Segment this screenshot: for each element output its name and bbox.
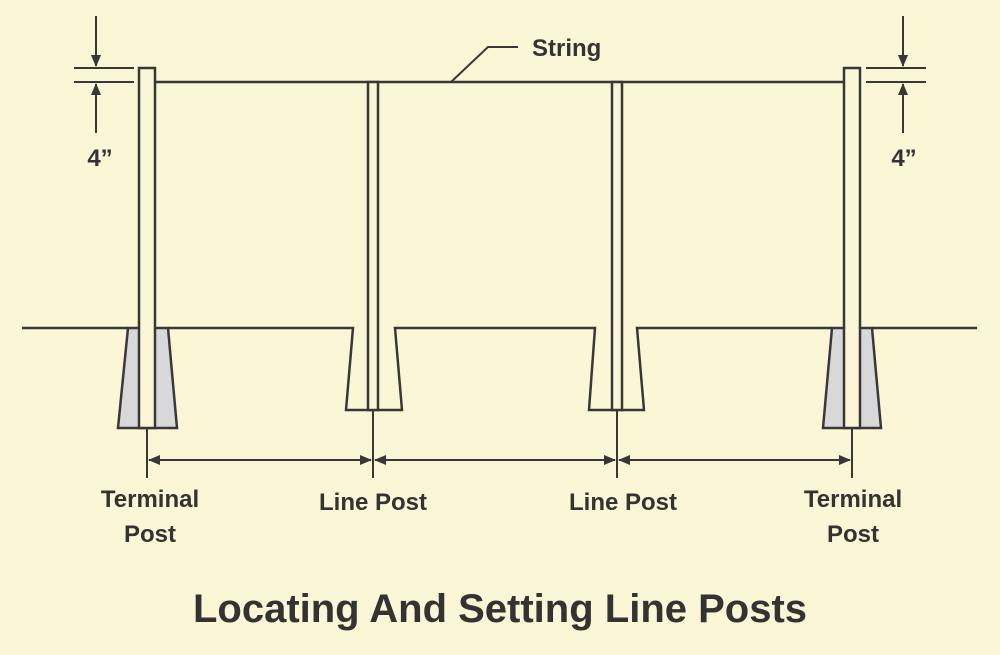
line-post-1-label: Line Post — [319, 489, 427, 516]
terminal-post-left — [137, 66, 157, 430]
diagram-title: Locating And Setting Line Posts — [193, 587, 807, 631]
string-label: String — [532, 35, 601, 62]
left-offset-label: 4” — [87, 145, 112, 172]
terminal-post-right-label-line1: Terminal — [804, 486, 902, 513]
line-post-2-label: Line Post — [569, 489, 677, 516]
line-post-2 — [610, 80, 624, 412]
right-offset-label: 4” — [891, 145, 916, 172]
terminal-post-left-label-line1: Terminal — [101, 486, 199, 513]
left-offset-dimension — [74, 16, 134, 133]
spacing-extension-lines — [146, 410, 853, 478]
terminal-post-left-label-line2: Post — [124, 521, 176, 548]
line-post-1 — [366, 80, 380, 412]
ground-line — [22, 326, 977, 412]
terminal-post-right-label-line2: Post — [827, 521, 879, 548]
string-leader — [450, 46, 518, 83]
right-offset-dimension — [866, 16, 926, 133]
terminal-post-right — [842, 66, 862, 430]
